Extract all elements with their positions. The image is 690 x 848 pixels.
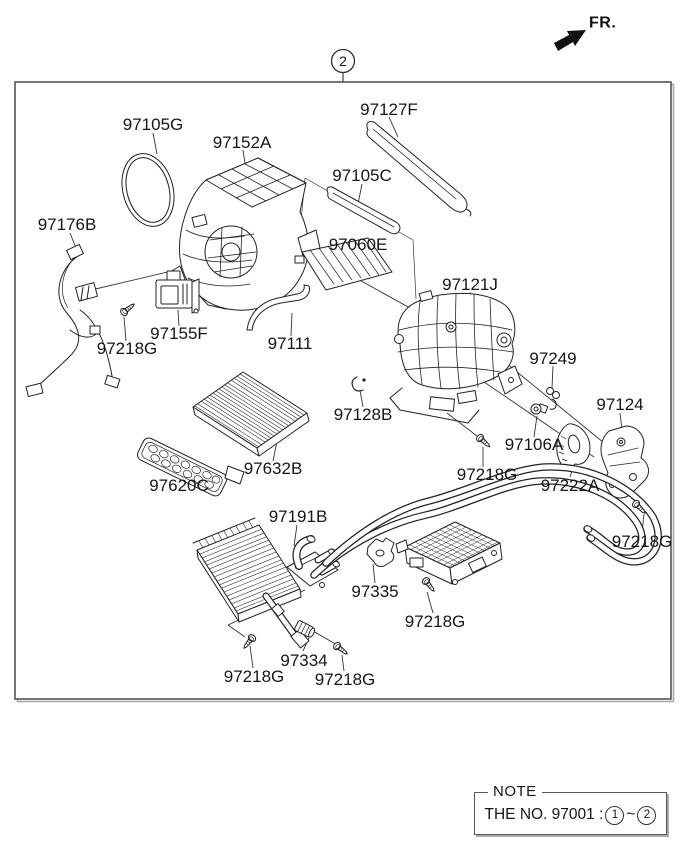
part-97127f-seal-strip [366,121,472,217]
parts-diagram-panel [14,81,672,700]
part-97222a-cam [556,423,591,469]
part-label-97218g-5: 97218G [224,667,285,686]
part-97152a-blower-housing [169,157,321,311]
note-text: THE NO. 97001 : [484,806,604,823]
part-labels: 97105G 97152A 97127F 97105C 97176B 97060… [38,100,673,689]
part-97111-strip [246,284,310,331]
part-97335-clamp [366,537,395,567]
assembly-callout-2: 2 [330,48,356,82]
part-97128b-clip [351,376,366,392]
part-label-97155f: 97155F [150,324,208,343]
fr-arrow-icon [554,30,586,51]
part-97105g-seal-ring [121,153,175,227]
note-line: THE NO. 97001 : 1 ~ 2 [475,793,666,834]
part-97632b-cabin-filter [192,371,310,457]
part-label-97218g-2: 97218G [457,465,518,484]
part-label-97191b: 97191B [269,507,328,526]
part-label-97060e: 97060E [329,235,388,254]
part-label-97249: 97249 [529,349,576,368]
note-range-start: 1 [605,805,625,825]
part-label-97620c: 97620C [149,476,209,495]
part-label-97218g-1: 97218G [97,339,158,358]
part-evaporator-core [395,521,503,585]
assembly-callout-number: 2 [339,53,347,69]
part-label-97335: 97335 [351,582,398,601]
note-box: NOTE THE NO. 97001 : 1 ~ 2 [474,783,667,835]
part-label-97632b: 97632B [244,459,303,478]
note-range-separator: ~ [626,806,636,823]
part-label-97152a: 97152A [213,133,272,152]
part-label-97105g: 97105G [123,115,184,134]
fr-label: FR. [589,15,616,32]
note-title: NOTE [488,783,542,800]
part-97106a-knob [530,403,549,415]
part-label-97218g-4: 97218G [405,612,466,631]
part-97121j-heater-unit [389,290,523,424]
part-97620c-filter-cover [137,437,245,497]
fr-indicator: FR. [554,15,616,51]
part-label-97222a: 97222A [541,476,600,495]
part-97060e-cover [294,237,393,291]
part-label-97218g-6: 97218G [315,670,376,689]
part-label-97105c: 97105C [332,166,392,185]
part-97105c-seal-strip [326,186,401,235]
part-label-97334: 97334 [280,651,327,670]
part-label-97121j: 97121J [442,275,498,294]
part-97176b-wiring-harness [25,244,121,398]
part-97334-cap [294,620,316,638]
part-label-97128b: 97128B [334,405,393,424]
part-97155f-resistor [155,270,200,314]
note-range-end: 2 [637,805,657,825]
part-label-97127f: 97127F [360,100,418,119]
part-label-97124: 97124 [596,395,643,414]
part-label-97111: 97111 [268,334,313,353]
part-97191b-pipes [310,463,662,579]
part-label-97106a: 97106A [505,435,564,454]
part-label-97176b: 97176B [38,215,97,234]
part-97249-grommet [546,387,560,410]
part-label-97218g-3: 97218G [612,532,673,551]
